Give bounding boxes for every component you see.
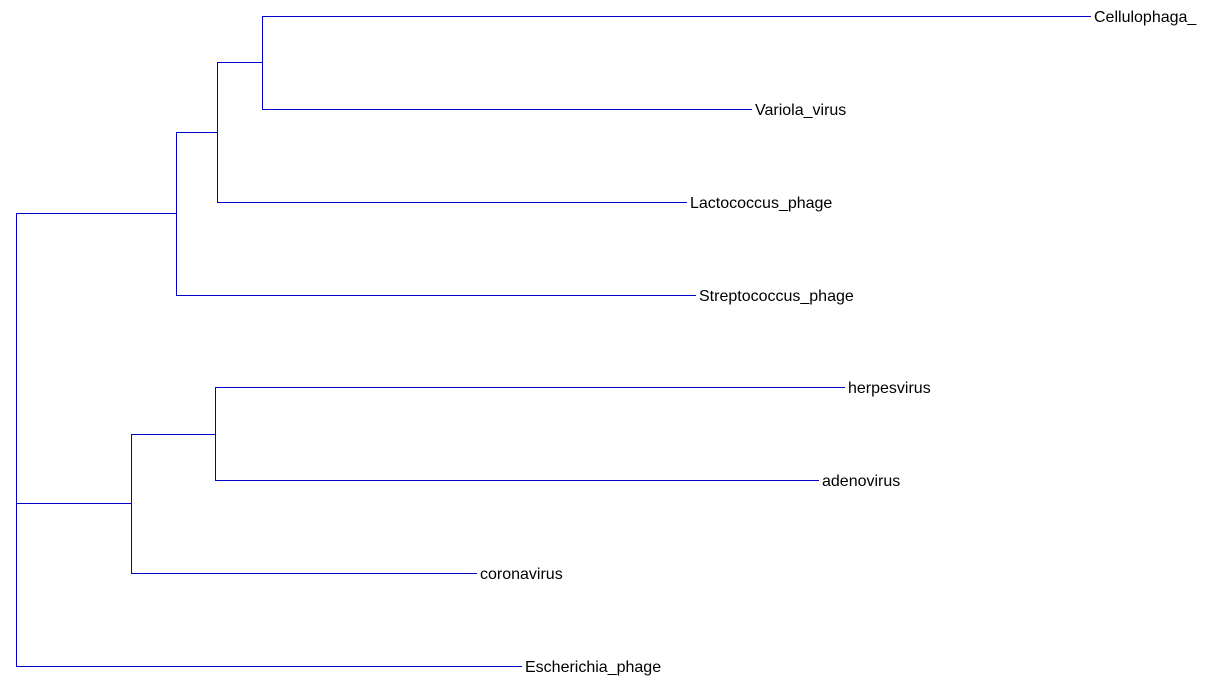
leaf-label-streptococcus: Streptococcus_phage <box>699 288 854 305</box>
leaf-labels: Cellulophaga_ Variola_virus Lactococcus_… <box>480 9 1197 676</box>
leaf-label-escherichia: Escherichia_phage <box>525 659 661 676</box>
leaf-label-cellulophaga: Cellulophaga_ <box>1094 9 1197 26</box>
leaf-label-variola: Variola_virus <box>755 102 846 119</box>
leaf-label-adenovirus: adenovirus <box>822 473 900 490</box>
leaf-label-herpesvirus: herpesvirus <box>848 380 931 397</box>
tree-branches <box>16 16 1091 667</box>
leaf-label-coronavirus: coronavirus <box>480 566 563 583</box>
leaf-label-lactococcus: Lactococcus_phage <box>690 195 832 212</box>
